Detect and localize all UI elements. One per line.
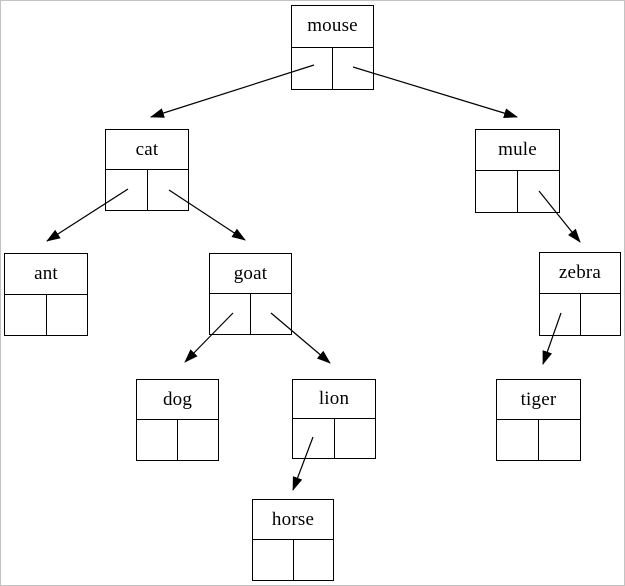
pointer-cells xyxy=(106,170,188,210)
left-pointer-cell xyxy=(210,294,250,334)
tree-node-lion: lion xyxy=(292,379,376,459)
pointer-cells xyxy=(292,47,373,89)
tree-node-zebra: zebra xyxy=(539,252,621,336)
tree-edge-goat-dog xyxy=(184,312,234,363)
tree-edge-lion-horse xyxy=(292,436,314,491)
left-pointer-cell xyxy=(540,294,580,335)
pointer-cells xyxy=(293,419,375,458)
tree-node-cat: cat xyxy=(105,129,189,211)
tree-edge-cat-goat xyxy=(168,189,246,241)
tree-node-mouse: mouse xyxy=(291,5,374,90)
right-pointer-cell xyxy=(292,540,334,580)
tree-node-label: horse xyxy=(253,500,333,541)
tree-node-label: mouse xyxy=(292,6,373,48)
left-pointer-cell xyxy=(293,419,334,458)
left-pointer-cell xyxy=(476,171,517,212)
tree-node-tiger: tiger xyxy=(496,379,581,461)
left-pointer-cell xyxy=(137,420,177,460)
tree-edge-cat-ant xyxy=(46,188,129,242)
left-pointer-cell xyxy=(5,295,46,335)
right-pointer-cell xyxy=(332,47,373,89)
pointer-cells xyxy=(253,540,333,580)
pointer-cells xyxy=(476,171,559,212)
edge-group xyxy=(46,64,581,491)
pointer-cells xyxy=(210,294,291,334)
right-pointer-cell xyxy=(517,171,559,212)
tree-node-label: ant xyxy=(5,254,87,295)
tree-node-horse: horse xyxy=(252,499,334,581)
tree-edge-mouse-mule xyxy=(352,66,518,118)
tree-node-label: zebra xyxy=(540,253,620,295)
right-pointer-cell xyxy=(45,294,88,335)
tree-node-label: lion xyxy=(293,380,375,420)
right-pointer-cell xyxy=(250,294,291,334)
pointer-cells xyxy=(5,294,88,335)
tree-node-goat: goat xyxy=(209,253,292,335)
right-pointer-cell xyxy=(177,420,218,460)
tree-node-label: dog xyxy=(137,380,218,421)
left-pointer-cell xyxy=(497,420,538,460)
tree-edge-zebra-tiger xyxy=(542,312,562,365)
tree-node-label: tiger xyxy=(497,380,580,421)
tree-node-label: mule xyxy=(476,130,559,172)
tree-node-label: cat xyxy=(106,130,188,171)
pointer-cells xyxy=(497,420,580,460)
pointer-cells xyxy=(137,420,218,460)
left-pointer-cell xyxy=(106,170,147,210)
tree-node-mule: mule xyxy=(475,129,560,213)
tree-edge-mouse-cat xyxy=(150,64,315,118)
right-pointer-cell xyxy=(579,294,621,335)
tree-node-label: goat xyxy=(210,254,291,295)
left-pointer-cell xyxy=(253,540,293,580)
right-pointer-cell xyxy=(146,170,189,210)
right-pointer-cell xyxy=(333,419,376,458)
left-pointer-cell xyxy=(292,48,332,89)
tree-edge-goat-lion xyxy=(270,312,331,364)
right-pointer-cell xyxy=(538,420,580,460)
tree-node-ant: ant xyxy=(4,253,88,336)
tree-edge-mule-zebra xyxy=(538,190,581,243)
tree-node-dog: dog xyxy=(136,379,219,461)
pointer-cells xyxy=(540,294,620,335)
